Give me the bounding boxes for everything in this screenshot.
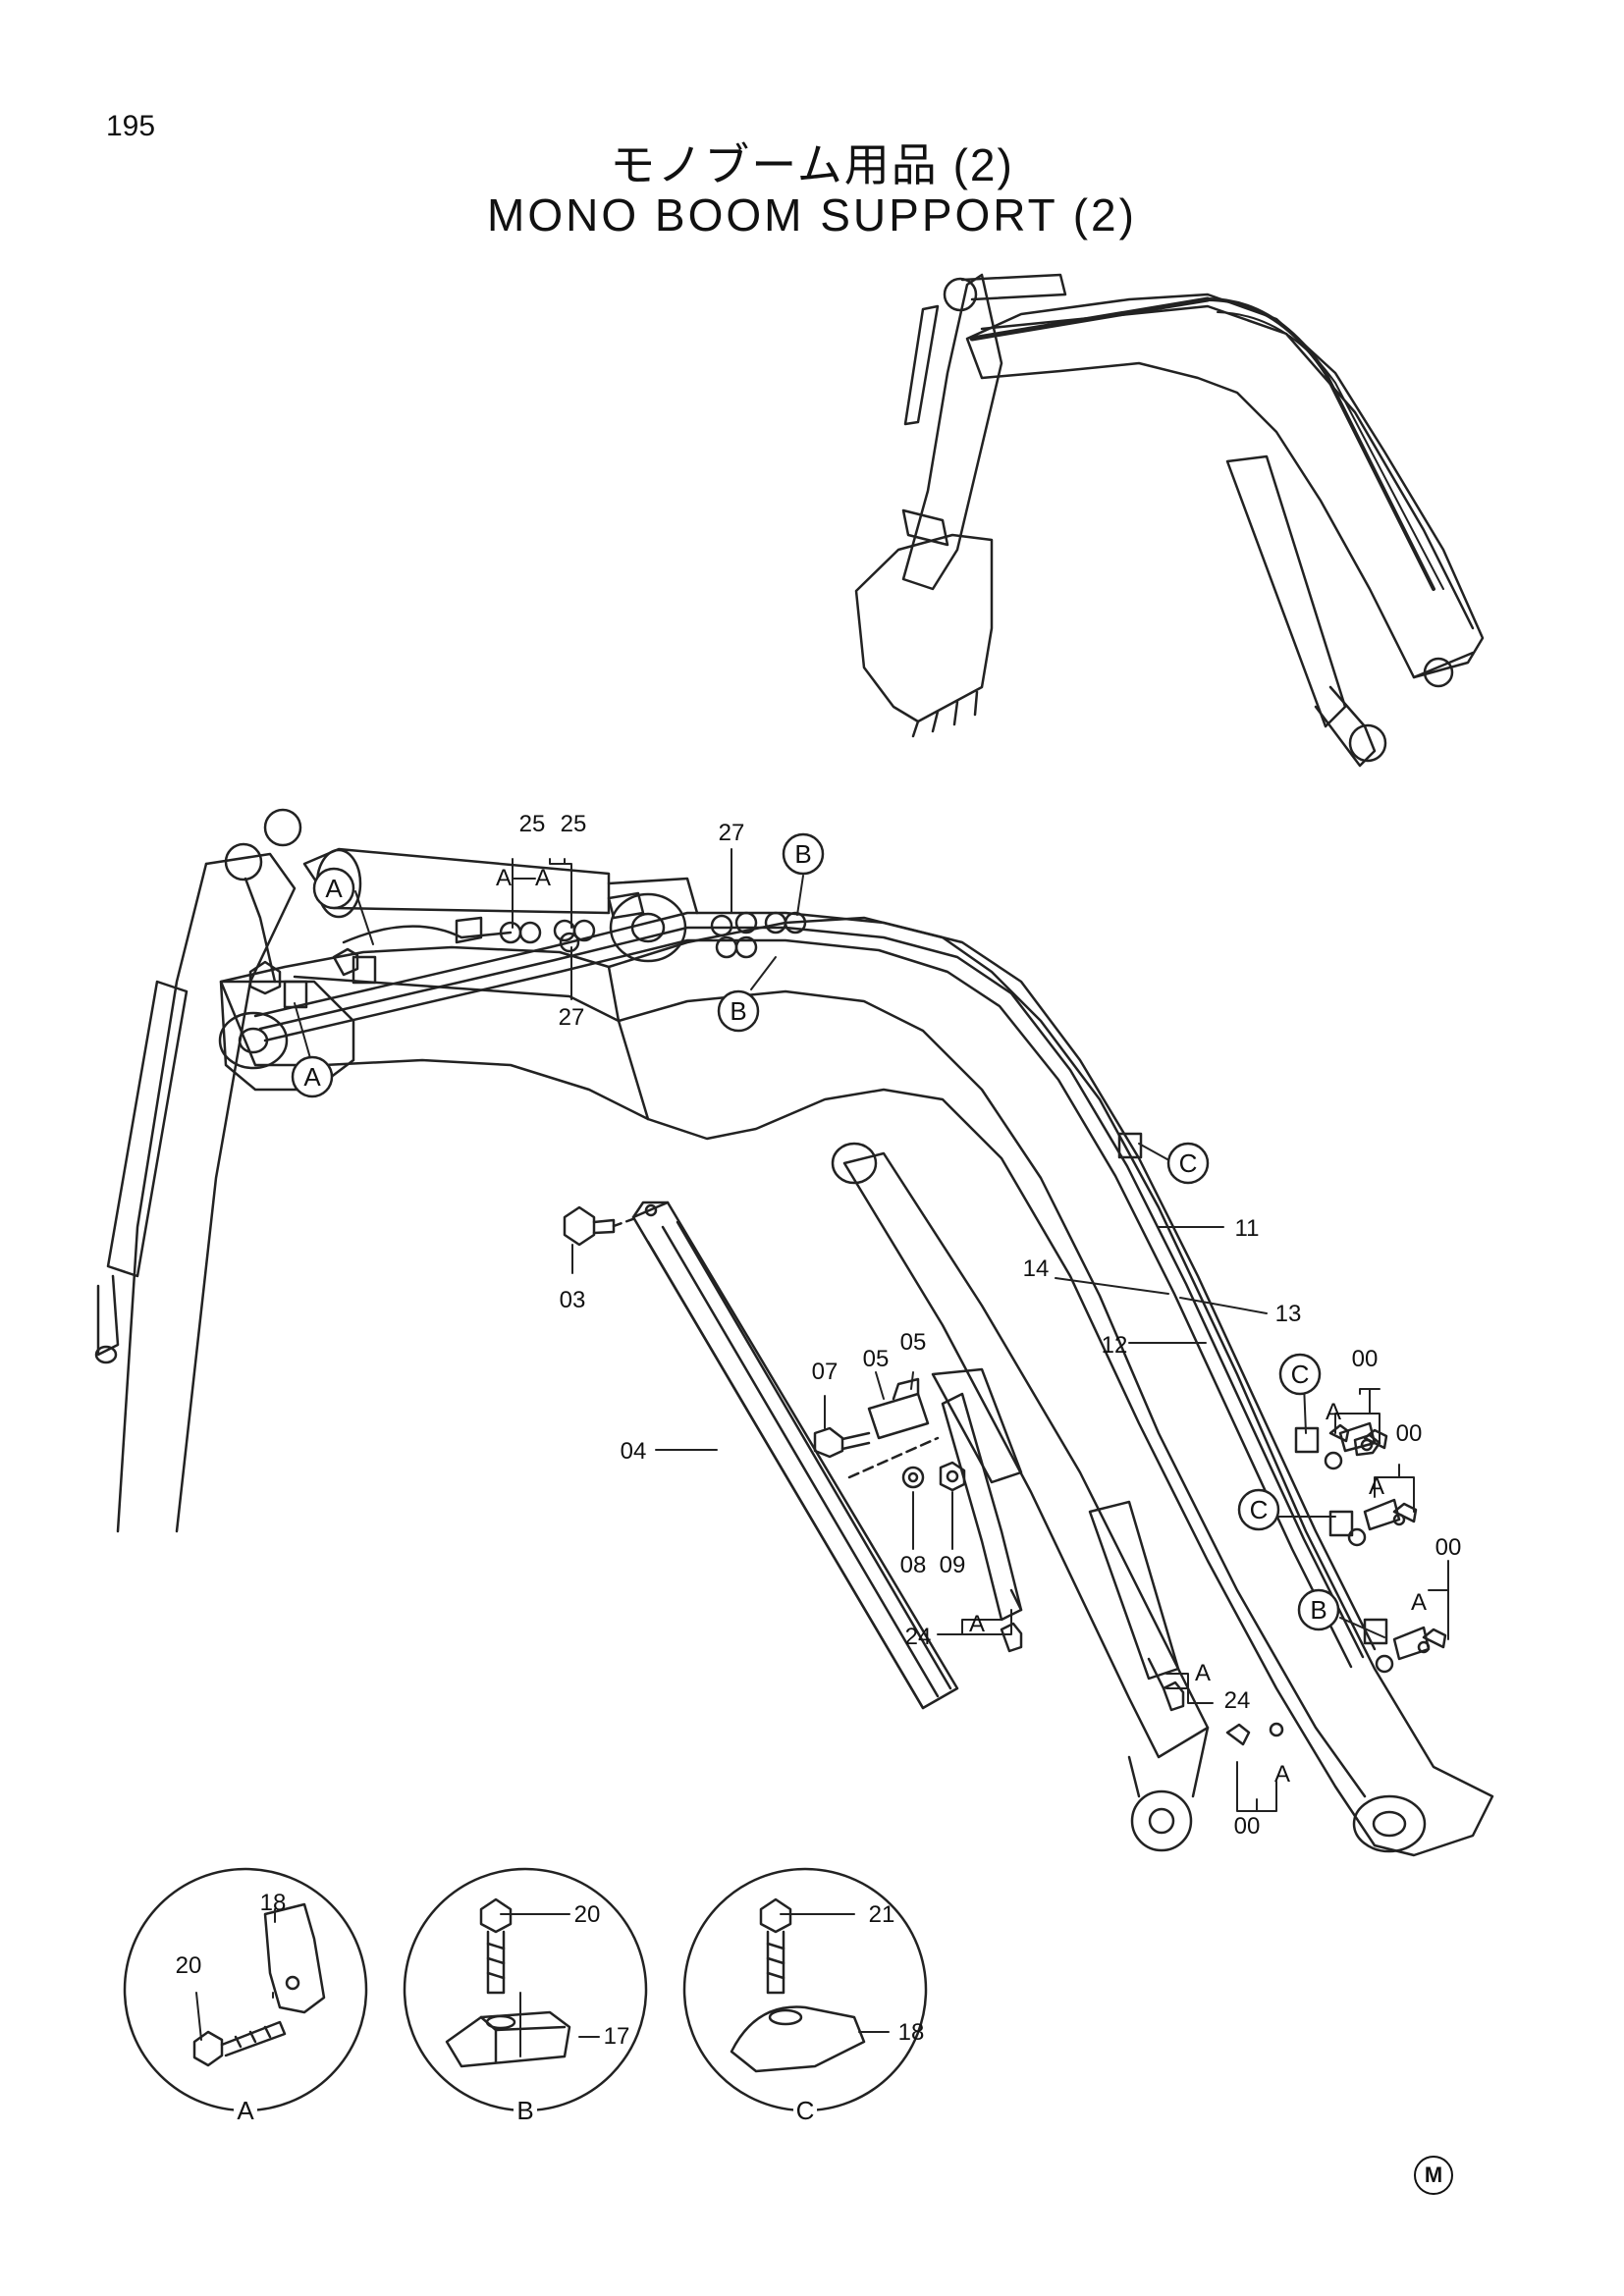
part-number-25: 25	[561, 811, 587, 837]
marker-a: A	[1369, 1473, 1384, 1500]
detail-label-b: B	[516, 2096, 533, 2125]
callout-letter-b: B	[794, 839, 811, 869]
marker-a: A	[969, 1611, 985, 1637]
page-number: 195	[106, 110, 156, 142]
part-number-00: 00	[1352, 1346, 1379, 1372]
part-number-21: 21	[869, 1901, 895, 1928]
m-mark: M	[1414, 2156, 1453, 2195]
part-number-14: 14	[1023, 1255, 1050, 1282]
part-number-04: 04	[621, 1438, 647, 1465]
part-number-11: 11	[1235, 1215, 1260, 1242]
part-number-25: 25	[519, 811, 546, 837]
leader-lines	[195, 848, 1449, 2057]
part-number-00: 00	[1396, 1420, 1423, 1447]
callout-b-top	[782, 832, 825, 876]
part-number-18: 18	[898, 2019, 925, 2046]
overview-excavator-illustration	[854, 273, 1485, 768]
page-title-english: MONO BOOM SUPPORT (2)	[487, 189, 1137, 240]
callout-letter-b: B	[1310, 1595, 1326, 1625]
callout-c-1	[1166, 1142, 1210, 1185]
marker-a: A	[1195, 1660, 1211, 1686]
callout-letter-b: B	[730, 996, 746, 1026]
part-number-00: 00	[1435, 1534, 1462, 1561]
callout-letter-c: C	[1250, 1495, 1269, 1524]
callout-letter-a: A	[303, 1062, 321, 1092]
part-number-17: 17	[604, 2023, 630, 2050]
page-title-japanese: モノブーム用品 (2)	[610, 139, 1014, 190]
marker-a: A	[1326, 1399, 1341, 1425]
main-boom-illustration	[94, 808, 1494, 1857]
detail-label-c: C	[796, 2096, 815, 2125]
part-number-00: 00	[1234, 1813, 1261, 1840]
part-number-24: 24	[905, 1624, 932, 1650]
part-numbers: 25 25 27 27 11 14 13 12 00 00 00 00 03 0…	[176, 811, 1462, 2050]
part-number-20: 20	[574, 1901, 601, 1928]
part-number-20: 20	[176, 1952, 202, 1979]
callout-c-3	[1237, 1488, 1280, 1531]
detail-circle-b	[403, 1867, 648, 2112]
callout-letter-a: A	[325, 874, 343, 903]
callout-a-top	[312, 867, 355, 910]
marker-a: A	[535, 865, 551, 891]
part-number-05: 05	[900, 1329, 927, 1356]
callout-letter-c: C	[1291, 1360, 1310, 1389]
callout-bubbles	[291, 832, 1340, 1631]
part-number-08: 08	[900, 1552, 927, 1578]
callout-a-bottom	[291, 1055, 334, 1098]
detail-label-a: A	[237, 2096, 254, 2125]
part-number-13: 13	[1275, 1301, 1302, 1327]
part-number-27: 27	[719, 820, 745, 846]
marker-a: A	[1411, 1589, 1427, 1616]
callout-letters: A A B B C C C B A A A A A A A A	[303, 839, 1427, 1788]
part-number-18: 18	[260, 1890, 287, 1916]
marker-a: A	[1274, 1761, 1290, 1788]
part-number-03: 03	[560, 1287, 586, 1313]
callout-b-right	[1297, 1588, 1340, 1631]
part-number-24: 24	[1224, 1687, 1251, 1714]
detail-labels: A B C	[234, 2096, 817, 2125]
part-number-07: 07	[812, 1359, 839, 1385]
callout-c-2	[1278, 1353, 1322, 1396]
detail-circle-a	[123, 1867, 368, 2112]
marker-a: A	[496, 865, 512, 891]
part-number-12: 12	[1102, 1332, 1128, 1359]
callout-letter-c: C	[1179, 1148, 1198, 1178]
callout-b-lower	[717, 989, 760, 1033]
part-number-27: 27	[559, 1004, 585, 1031]
part-number-09: 09	[940, 1552, 966, 1578]
part-number-05: 05	[863, 1346, 890, 1372]
